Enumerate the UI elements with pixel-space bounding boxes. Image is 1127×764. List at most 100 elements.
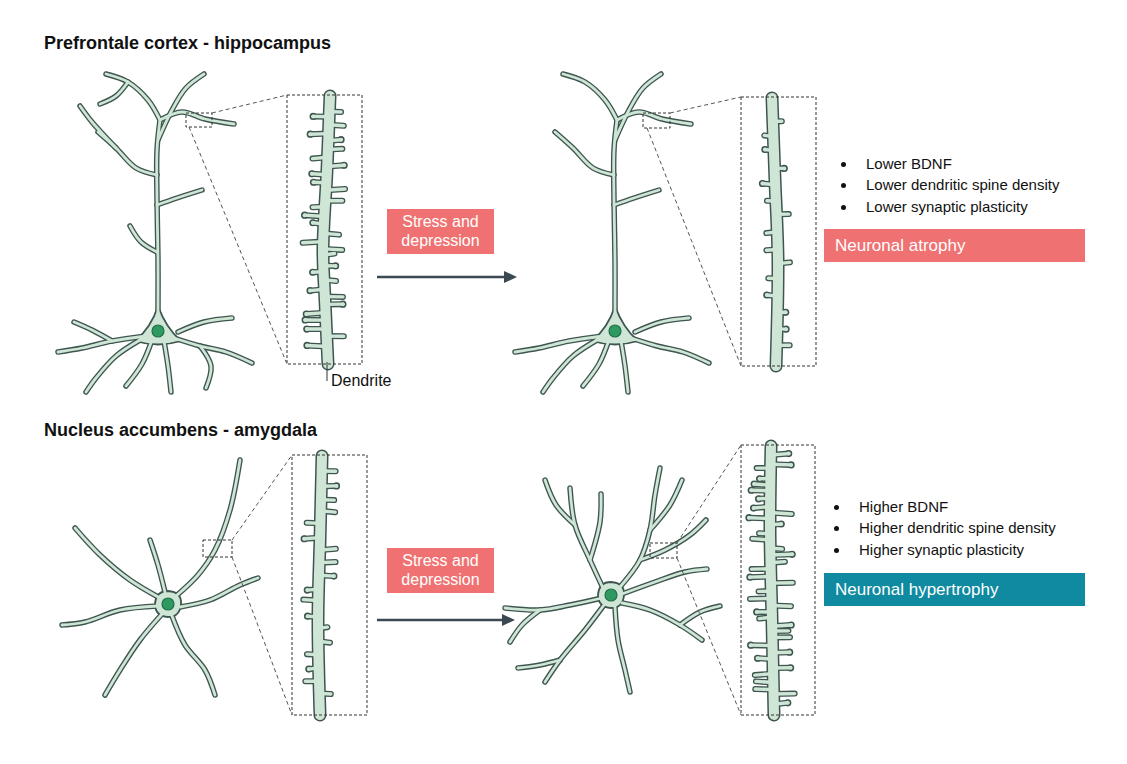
dendrite-fill (100, 82, 128, 104)
dendrite-fill (505, 598, 602, 610)
spine-head (784, 310, 788, 314)
dendrite-outline (323, 96, 330, 364)
nucleus (609, 325, 621, 337)
dendrite-fill (200, 346, 211, 388)
dendrite-outline (178, 318, 232, 332)
spine-head (749, 488, 753, 492)
dendrite-outline (80, 106, 116, 148)
dendrite-fill (614, 120, 617, 312)
dendrite-fill (75, 528, 160, 598)
dendrite-fill (622, 569, 707, 594)
spine-head (305, 327, 309, 331)
bullet-text: Lower BDNF (866, 155, 952, 173)
section-heading: Prefrontale cortex - hippocampus (44, 33, 331, 55)
spine-head (752, 506, 756, 510)
spine-head (304, 312, 308, 316)
part-label: Dendrite (331, 371, 391, 390)
arrow-head (502, 614, 515, 626)
spine-head (789, 463, 793, 467)
dendrite-outline (150, 540, 165, 592)
zoom-leader (232, 455, 292, 540)
dendrite-fill (583, 340, 609, 386)
node-text: Stress and depression (392, 213, 489, 250)
neuron (505, 468, 720, 692)
dendrite-outline (631, 338, 709, 363)
dendrite-fill (563, 74, 617, 120)
spine-head (787, 452, 791, 456)
dendrite-fill (318, 456, 322, 715)
dendrite-outline (555, 132, 614, 175)
dendrite-outline (74, 322, 112, 341)
dendrite-outline (622, 569, 707, 594)
spine-head (752, 482, 756, 486)
dendrite-outline (590, 494, 601, 560)
bullet-text: Lower synaptic plasticity (866, 198, 1028, 216)
spine-head (757, 497, 761, 501)
spine-head (788, 650, 792, 654)
dendrite-zoom (301, 96, 348, 364)
dendrite-outline (157, 120, 160, 312)
spine-head (308, 289, 312, 293)
dendrite-zoom (759, 98, 790, 366)
dendrite-fill (545, 480, 575, 525)
dendrite-outline (563, 74, 617, 120)
spine-head (308, 132, 312, 136)
zoom-leader (677, 558, 741, 715)
dendrite-fill (180, 578, 258, 607)
spine-head (311, 114, 315, 118)
dendrite-zoom (745, 446, 795, 715)
spine-head (790, 552, 794, 556)
bullet-dot (834, 505, 839, 510)
dendrite-outline (622, 603, 702, 640)
dendrite-outline (615, 607, 630, 692)
dendrite-fill (622, 603, 702, 640)
dendrite-fill (323, 96, 330, 364)
dendrite-fill (157, 120, 160, 312)
stress-box: Stress and depression (387, 548, 494, 593)
dendrite-fill (126, 340, 152, 386)
spine-head (305, 343, 309, 347)
stress-box: Stress and depression (387, 209, 494, 254)
bullet-dot (834, 548, 839, 553)
spine-head (303, 318, 307, 322)
dendrite-outline (130, 226, 157, 252)
spine-head (765, 293, 769, 297)
dendrite-outline (86, 340, 140, 392)
zoom-frame (203, 540, 232, 557)
bullet-text: Higher dendritic spine density (859, 519, 1056, 537)
zoom-frame (287, 95, 362, 364)
zoom-frame (741, 97, 816, 366)
spine-head (760, 181, 764, 185)
node-text: Neuronal hypertrophy (835, 580, 998, 600)
nucleus (152, 325, 164, 337)
dendrite-outline (318, 456, 322, 715)
process-arrow (377, 276, 507, 279)
dendrite-outline (158, 74, 204, 140)
spine-head (332, 574, 336, 578)
zoom-frame (650, 543, 677, 558)
zoom-frame (643, 113, 670, 128)
dendrite-outline (100, 82, 128, 104)
dendrite-outline (614, 120, 617, 312)
dendrite-fill (614, 190, 659, 205)
dendrite-fill (86, 340, 140, 392)
dendrite-outline (172, 616, 215, 695)
dendrite-outline (545, 605, 604, 682)
dendrite-outline (772, 98, 778, 366)
nucleus (605, 589, 617, 601)
node-text: Neuronal atrophy (835, 236, 965, 256)
neuron (58, 74, 252, 392)
dendrite-fill (543, 340, 597, 392)
bullet-text: Higher synaptic plasticity (859, 541, 1024, 559)
bullet-text: Lower dendritic spine density (866, 176, 1059, 194)
dendrite-fill (178, 318, 232, 332)
dendrite-fill (510, 610, 540, 642)
spine-head (311, 180, 315, 184)
dendrite-fill (615, 74, 661, 140)
dendrite-fill (150, 540, 165, 592)
spine-head (305, 588, 309, 592)
dendrite-fill (640, 520, 706, 560)
dendrite-outline (770, 446, 774, 715)
dendrite-fill (635, 318, 689, 332)
